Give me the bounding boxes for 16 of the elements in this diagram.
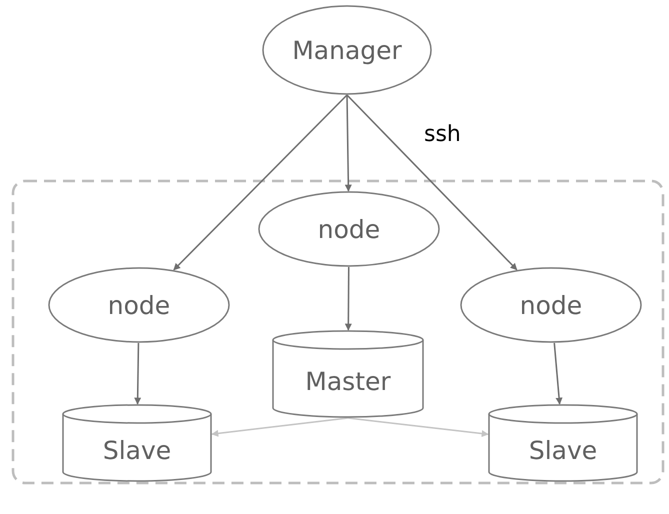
arrow xyxy=(134,342,142,405)
node-label: Slave xyxy=(528,438,598,462)
node-label: node xyxy=(318,216,380,242)
arrow xyxy=(173,94,348,270)
arrow xyxy=(344,267,352,331)
arrow xyxy=(346,94,518,270)
node-label: node xyxy=(520,292,582,318)
node-label: Manager xyxy=(292,38,402,62)
connection-label: ssh xyxy=(424,124,461,146)
arrow xyxy=(348,417,489,438)
arrow xyxy=(344,94,352,192)
arrow xyxy=(554,342,563,405)
node-label: node xyxy=(108,292,170,318)
node-label: Master xyxy=(305,368,391,394)
node-label: Slave xyxy=(102,438,172,462)
arrow xyxy=(211,417,348,437)
